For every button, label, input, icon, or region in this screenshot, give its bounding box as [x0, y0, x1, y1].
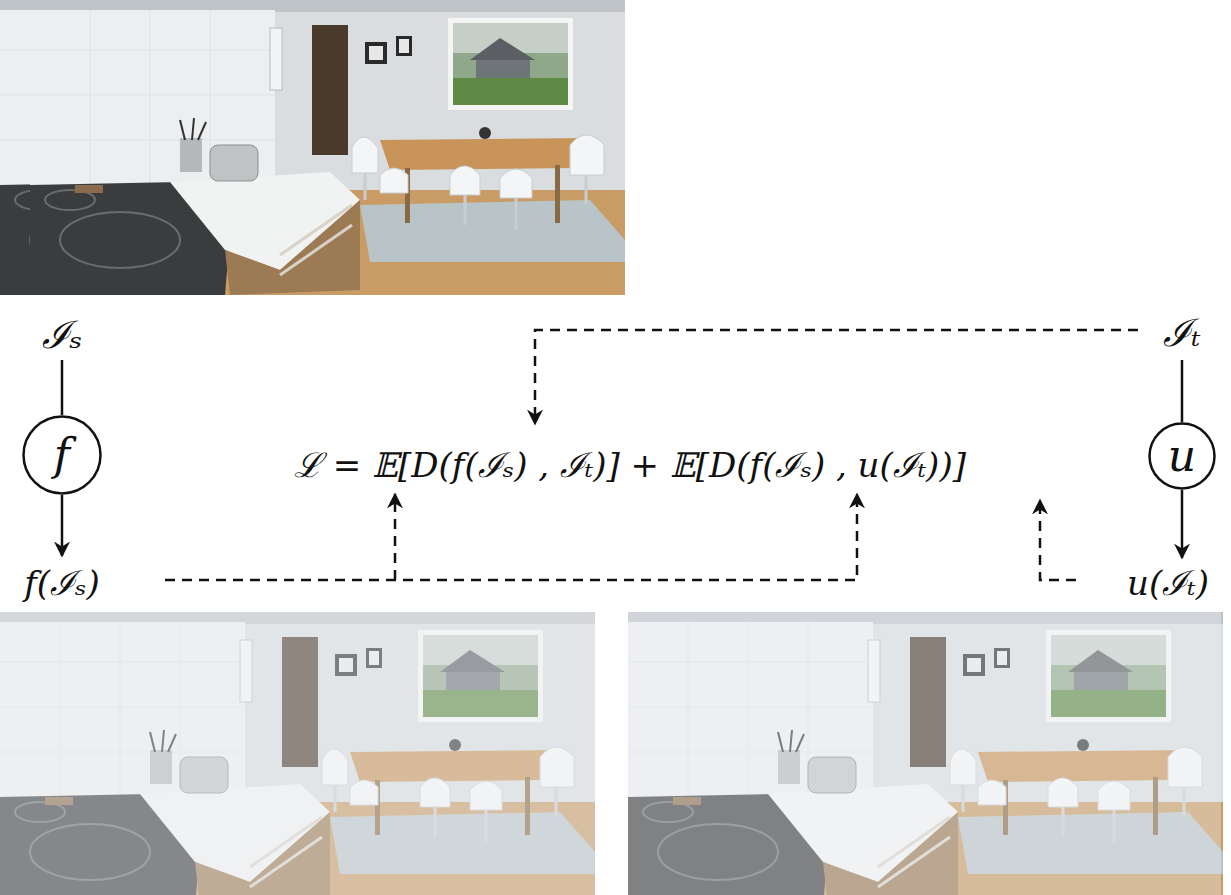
image-symbol: ℐₛ: [42, 314, 83, 358]
image-symbol: ℐₜ: [1163, 312, 1200, 356]
loss-equation: ℒ = 𝔼[D(f(ℐₛ) , ℐₜ)] + 𝔼[D(f(ℐₛ) , u(ℐₜ)…: [294, 446, 966, 485]
output-symbol: f(ℐₛ): [24, 564, 100, 603]
dashed-arrow: [535, 330, 1138, 424]
function-name: u: [1168, 434, 1196, 478]
arrow: [61, 495, 64, 556]
function-circle: u: [1148, 422, 1216, 490]
wire: [61, 360, 64, 415]
circle-outline: [1150, 424, 1215, 489]
circle-outline: [24, 417, 101, 494]
dashed-arrow: [1040, 500, 1076, 580]
photo-reconstructed: [628, 612, 1223, 895]
dashed-arrow: [394, 494, 397, 580]
photo-translated: [0, 612, 595, 895]
photo-target: [30, 0, 625, 295]
arrow: [1181, 490, 1184, 558]
output-symbol: u(ℐₜ): [1127, 564, 1209, 603]
function-name: f: [54, 433, 70, 477]
wire: [1181, 360, 1184, 422]
function-circle: f: [22, 415, 102, 495]
dashed-arrow: [165, 494, 857, 580]
